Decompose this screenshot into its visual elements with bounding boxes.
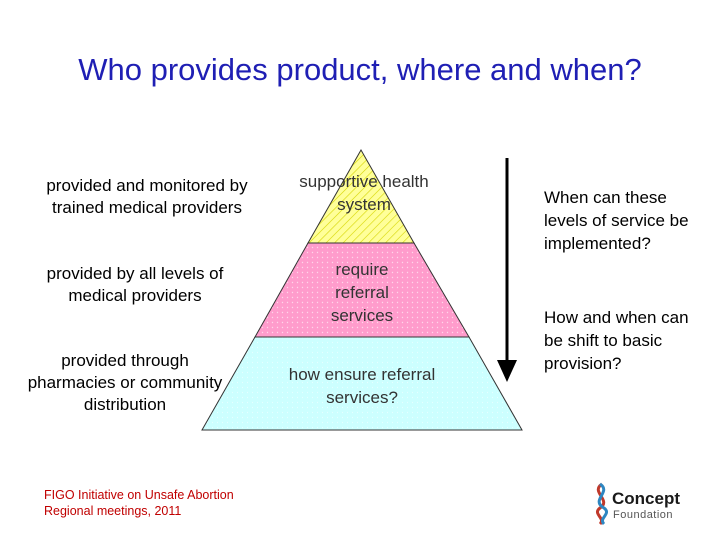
pyramid-tier-bottom-label: how ensure referral services? <box>288 365 436 407</box>
pyramid-tier-bottom <box>201 336 523 431</box>
slide-title: Who provides product, where and when? <box>78 52 642 87</box>
right-question-implemented: When can these levels of service be impl… <box>544 188 689 253</box>
logo-subtitle: Foundation <box>613 509 674 521</box>
left-label-bottom: provided through pharmacies or community… <box>27 351 223 414</box>
footer-credit: FIGO Initiative on Unsafe Abortion Regio… <box>44 487 234 519</box>
left-label-middle: provided by all levels of medical provid… <box>46 264 224 305</box>
footer-line-1: FIGO Initiative on Unsafe Abortion <box>44 488 234 502</box>
down-arrow <box>497 158 517 382</box>
logo-name: Concept <box>612 489 680 508</box>
pyramid-tier-middle-label: require referral services <box>330 260 394 325</box>
footer-line-2: Regional meetings, 2011 <box>44 504 182 518</box>
concept-foundation-logo-mark <box>596 482 608 526</box>
pyramid-tier-top-label: supportive health system <box>299 172 429 214</box>
left-label-top: provided and monitored by trained medica… <box>46 176 248 217</box>
right-question-shift: How and when can be shift to basic provi… <box>544 308 689 373</box>
